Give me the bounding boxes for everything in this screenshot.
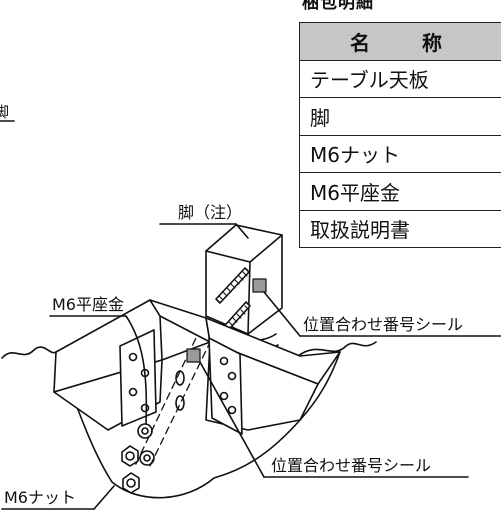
nut-leader bbox=[93, 485, 115, 510]
table-row: テーブル天板 bbox=[299, 59, 501, 98]
table-row: 脚 bbox=[299, 97, 501, 136]
corner-bracket bbox=[53, 299, 341, 435]
part-name: 脚 bbox=[299, 97, 501, 136]
table-row: M6ナット bbox=[299, 134, 501, 173]
washers bbox=[137, 423, 155, 466]
table-row: M6平座金 bbox=[299, 172, 501, 211]
leg-label-partial: 脚 bbox=[0, 103, 9, 121]
part-name: M6平座金 bbox=[299, 172, 501, 211]
leg-note-leader bbox=[235, 223, 249, 239]
washer-label: M6平座金 bbox=[52, 295, 124, 314]
parts-list-heading: 梱包明細 bbox=[302, 0, 374, 13]
header-char-2: 称 bbox=[422, 30, 442, 55]
header-char-1: 名 bbox=[350, 30, 370, 55]
seal-on-bracket bbox=[186, 348, 201, 363]
seal-on-leg bbox=[252, 278, 267, 293]
table-underside-outline bbox=[55, 351, 341, 499]
table-break-line-left bbox=[1, 346, 57, 359]
leg-note-label: 脚（注） bbox=[178, 203, 242, 222]
parts-table: 名 称 テーブル天板 脚 M6ナット M6平座金 取扱説明書 bbox=[299, 22, 501, 248]
alignment-seal-label-upper: 位置合わせ番号シール bbox=[303, 315, 463, 334]
part-name: 取扱説明書 bbox=[299, 209, 501, 248]
assembly-dashed-lines bbox=[133, 316, 217, 471]
table-row: 取扱説明書 bbox=[299, 209, 501, 248]
alignment-seal-label-lower: 位置合わせ番号シール bbox=[271, 456, 431, 475]
part-name: テーブル天板 bbox=[299, 59, 501, 98]
alignment-seal-upper-leader bbox=[263, 291, 301, 337]
washer-leader bbox=[125, 315, 148, 425]
part-name: M6ナット bbox=[299, 134, 501, 173]
nut-label: M6ナット bbox=[4, 488, 76, 507]
table-break-line-right bbox=[297, 341, 377, 357]
nuts bbox=[121, 445, 140, 494]
alignment-seal-lower-leader bbox=[199, 361, 265, 478]
